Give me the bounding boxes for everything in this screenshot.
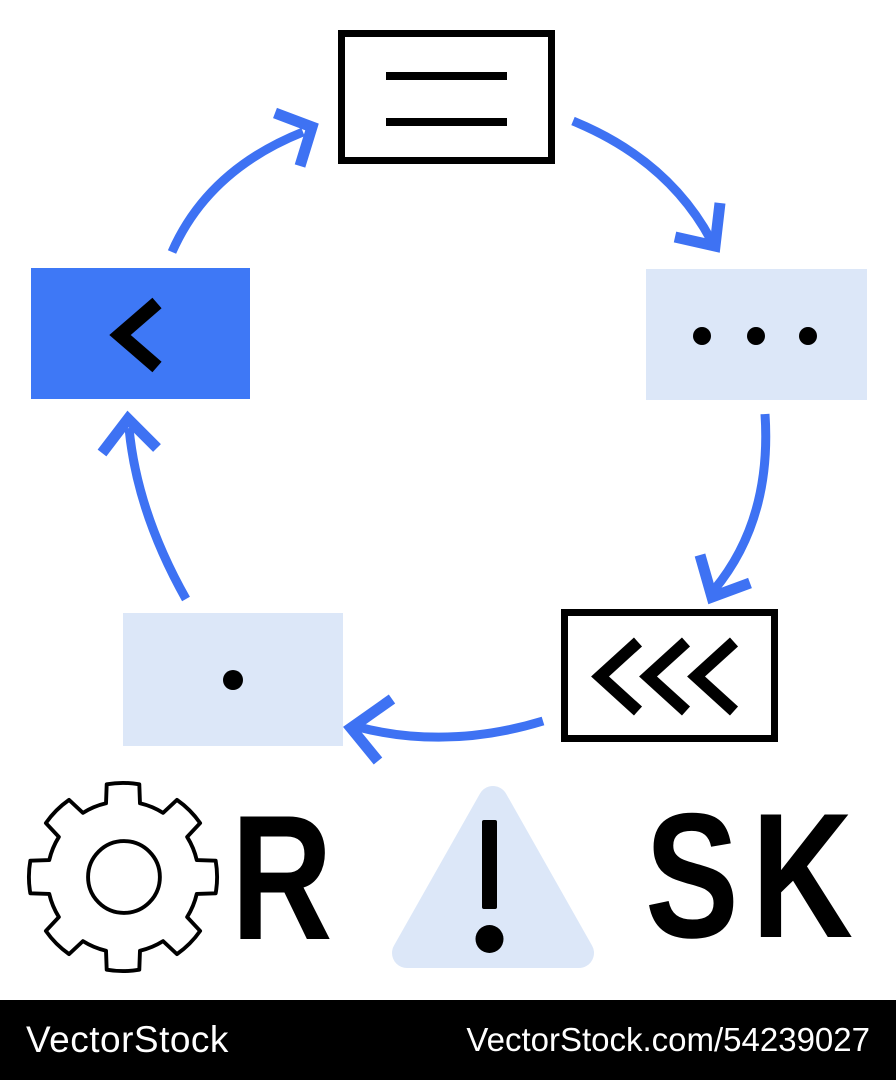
risk-letter-exclamation: ! (605, 776, 606, 777)
gear-icon (27, 781, 219, 973)
exclamation-bar (482, 820, 497, 909)
arrow-rewind-to-dot (343, 694, 545, 765)
node-ellipsis-box (646, 269, 867, 400)
node-rewind-box (561, 609, 778, 742)
node-back-box (31, 268, 250, 399)
node-dot-box (123, 613, 343, 746)
risk-letters-sk: SK (645, 776, 866, 975)
watermark-brand: VectorStock (26, 1019, 229, 1060)
node-menu-box (338, 30, 555, 164)
warning-triangle-icon: ! (381, 776, 605, 981)
exclamation-dot (475, 925, 504, 953)
arrow-ellipsis-to-rewind (694, 413, 771, 605)
chevron-left-icon (109, 297, 162, 373)
ellipsis-icon (693, 327, 817, 345)
arrow-menu-to-ellipsis (571, 116, 726, 253)
dot-icon (223, 670, 243, 690)
arrow-dot-to-back (97, 410, 190, 602)
triple-chevron-left-icon (591, 637, 739, 716)
watermark-url: VectorStock.com/54239027 (466, 1021, 870, 1058)
risk-letter-r: R (231, 778, 333, 977)
watermark-bar: VectorStock VectorStock.com/54239027 (0, 1000, 896, 1080)
arrow-back-to-menu (167, 107, 319, 254)
